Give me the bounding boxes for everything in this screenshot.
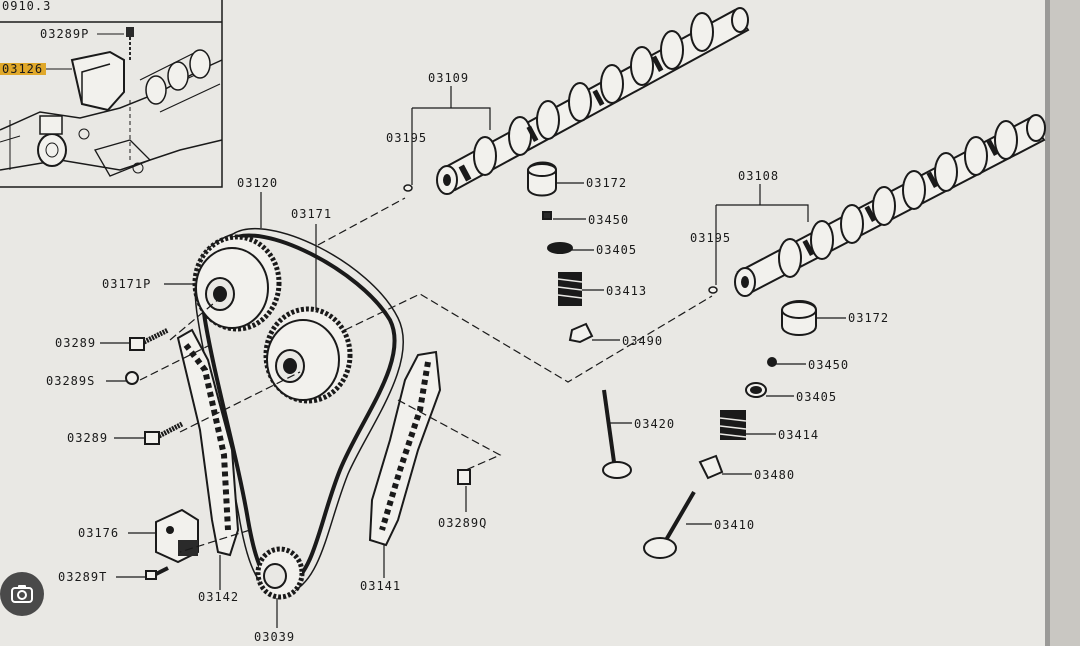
valve-train-left	[527, 161, 632, 479]
highlighted-label-bg	[0, 63, 46, 75]
valve-train-right	[643, 300, 817, 559]
bolts	[125, 327, 471, 580]
camera-search-icon	[11, 585, 33, 603]
alignment-lines	[139, 197, 713, 553]
chain-guide-left	[176, 328, 240, 557]
label-retainer-left: 03450	[588, 213, 629, 227]
inset-label-03126: 03126	[2, 62, 43, 76]
label-sprocket-exhaust: 03171	[291, 207, 332, 221]
label-tappet-left: 03172	[586, 176, 627, 190]
label-seal-right: 03480	[754, 468, 795, 482]
label-bolt-s: 03289S	[46, 374, 95, 388]
label-guide-right: 03141	[360, 579, 401, 593]
label-bolt-lower: 03289	[67, 431, 108, 445]
label-seal-left: 03490	[622, 334, 663, 348]
label-crank-sprocket: 03039	[254, 630, 295, 644]
camshaft-exhaust	[734, 114, 1046, 297]
label-bolt-upper: 03289	[55, 336, 96, 350]
sprocket-exhaust	[263, 306, 353, 404]
label-guide-left: 03142	[198, 590, 239, 604]
dowels	[403, 184, 718, 294]
label-sprocket-intake: 03171P	[102, 277, 151, 291]
label-chain: 03120	[237, 176, 278, 190]
page-ref-label: 0910.3	[2, 0, 51, 13]
screen-edge	[1050, 0, 1080, 646]
label-valve-right: 03410	[714, 518, 755, 532]
leader-lines	[100, 86, 846, 628]
label-spring-right: 03414	[778, 428, 819, 442]
label-retainer-right: 03450	[808, 358, 849, 372]
label-dowel-left: 03195	[386, 131, 427, 145]
label-seat-right: 03405	[796, 390, 837, 404]
label-cam-exhaust: 03108	[738, 169, 779, 183]
lens-search-button[interactable]	[0, 572, 44, 616]
label-tappet-right: 03172	[848, 311, 889, 325]
label-bolt-q: 03289Q	[438, 516, 487, 530]
chain-guide-right	[368, 350, 442, 547]
label-spring-left: 03413	[606, 284, 647, 298]
part-labels: 03109 03195 03108 03195 03120 03171 0317…	[46, 71, 889, 644]
camshaft-intake	[436, 7, 750, 195]
label-dowel-right: 03195	[690, 231, 731, 245]
label-tensioner: 03176	[78, 526, 119, 540]
sprocket-intake	[192, 234, 282, 332]
label-cam-intake: 03109	[428, 71, 469, 85]
label-valve-left: 03420	[634, 417, 675, 431]
label-bolt-t: 03289T	[58, 570, 107, 584]
crank-sprocket	[255, 546, 305, 600]
tensioner	[155, 508, 199, 564]
label-seat-left: 03405	[596, 243, 637, 257]
inset-label-03289p: 03289P	[40, 27, 89, 41]
inset-view: 0910.3 03289P 03126	[0, 0, 223, 188]
